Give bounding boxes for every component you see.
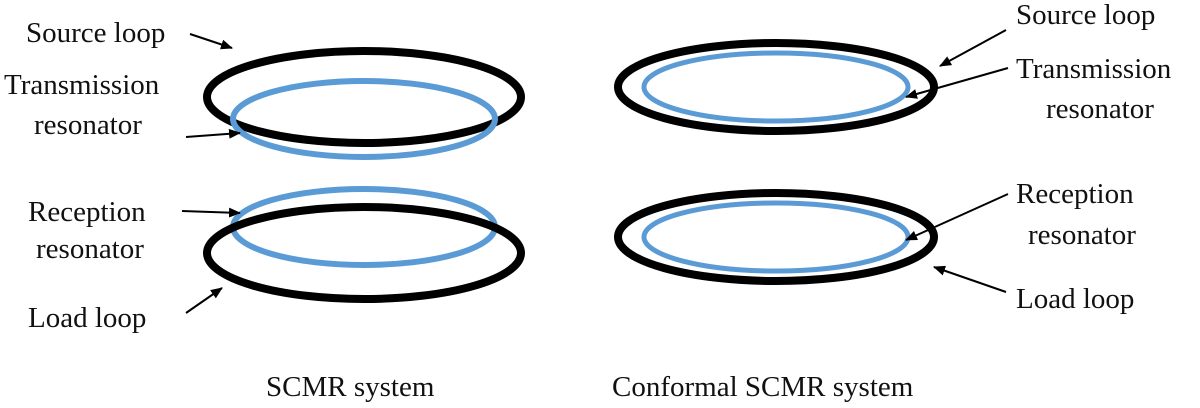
reception-resonator-ring [230,186,498,268]
transmission-label-line2: resonator [1046,93,1154,125]
conformal-scmr-caption: Conformal SCMR system [612,371,914,403]
transmission-resonator-ring [230,78,498,160]
reception-resonator-arrow [905,193,1009,241]
reception-label-line1: Reception [28,196,146,228]
scmr-panel: Source loop Transmission resonator Recep… [4,17,525,403]
transmission-resonator-ring [641,50,911,124]
conformal-scmr-panel: Source loop Transmission resonator Recep… [612,0,1172,403]
transmission-label-line2: resonator [34,109,142,141]
reception-label-line2: resonator [1028,219,1136,251]
load-loop-arrow [185,287,223,314]
source-loop-arrow [189,33,233,50]
transmission-resonator-arrow [905,67,1009,99]
source-loop-label: Source loop [1016,0,1155,31]
transmission-label-line1: Transmission [1016,53,1172,85]
transmission-resonator-arrow [185,128,241,139]
source-loop-ring [203,47,525,147]
reception-label-line2: resonator [36,233,144,265]
scmr-caption: SCMR system [266,371,435,403]
reception-resonator-arrow [181,207,241,218]
source-loop-label: Source loop [26,17,165,49]
source-loop-ring [614,39,938,135]
reception-resonator-ring [641,200,911,274]
source-loop-arrow [939,29,1007,67]
load-loop-label: Load loop [1016,283,1134,315]
load-loop-ring [203,203,525,303]
load-loop-label: Load loop [28,302,146,334]
reception-label-line1: Reception [1016,178,1134,210]
transmission-label-line1: Transmission [4,69,160,101]
load-loop-ring [614,189,938,285]
load-loop-arrow [933,265,1007,293]
